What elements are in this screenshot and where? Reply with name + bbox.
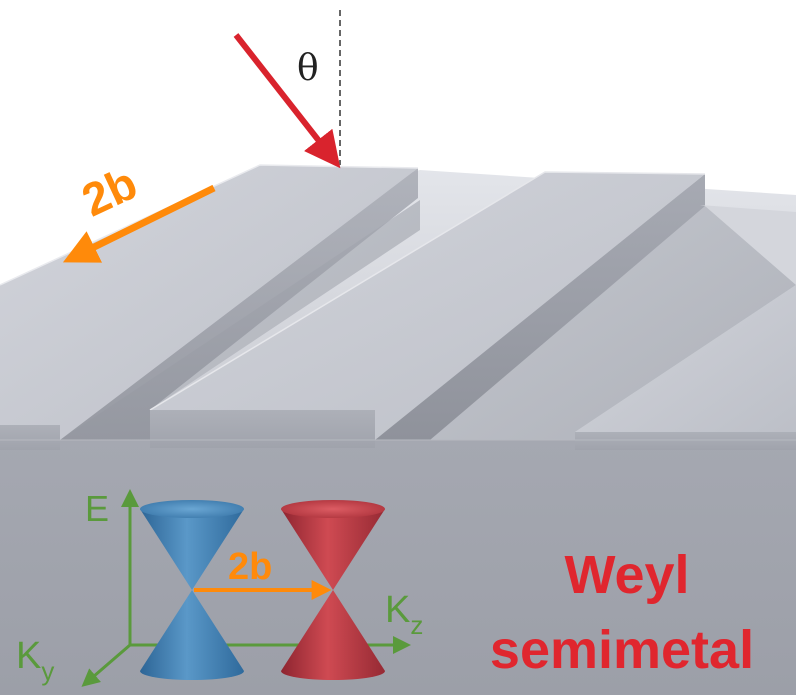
energy-axis-label: E — [85, 488, 109, 529]
ridge-1-front — [0, 425, 60, 450]
band-structure-inset: 2b E Ky Kz — [16, 488, 423, 687]
weyl-cone-left-icon — [140, 500, 244, 680]
material-label-line1: Weyl — [564, 545, 689, 605]
groove-floor-2 — [430, 205, 796, 440]
separation-label: 2b — [228, 546, 272, 588]
ky-axis-main: K — [16, 635, 41, 677]
angle-label: θ — [297, 48, 319, 89]
weyl-cone-right-icon — [281, 500, 385, 680]
ky-axis-label: Ky — [16, 635, 54, 686]
material-label-line2: semimetal — [490, 620, 754, 680]
incident-arrow-icon — [233, 33, 341, 169]
material-label: Weyl semimetal — [490, 545, 754, 680]
ridge-2-top — [150, 172, 705, 440]
kz-axis-sub: z — [410, 610, 423, 640]
ridge-1-top — [0, 165, 418, 440]
kz-axis-main: K — [385, 589, 410, 631]
ridge-3-back — [700, 205, 796, 285]
ridge-3-top — [575, 285, 796, 440]
ky-axis — [81, 643, 131, 687]
grating-slab — [0, 164, 796, 695]
period-label: 2b — [74, 156, 145, 226]
ridge-2-front — [150, 410, 375, 448]
ridge-1-side — [60, 168, 418, 440]
ridge-3-front — [575, 432, 796, 450]
ridge-2-edge — [149, 171, 706, 411]
ridge-2-side — [375, 174, 705, 440]
kz-axis-label: Kz — [385, 589, 423, 640]
incident-beam: θ — [233, 10, 341, 169]
ky-axis-sub: y — [41, 656, 54, 686]
period-arrow-icon — [62, 184, 216, 263]
